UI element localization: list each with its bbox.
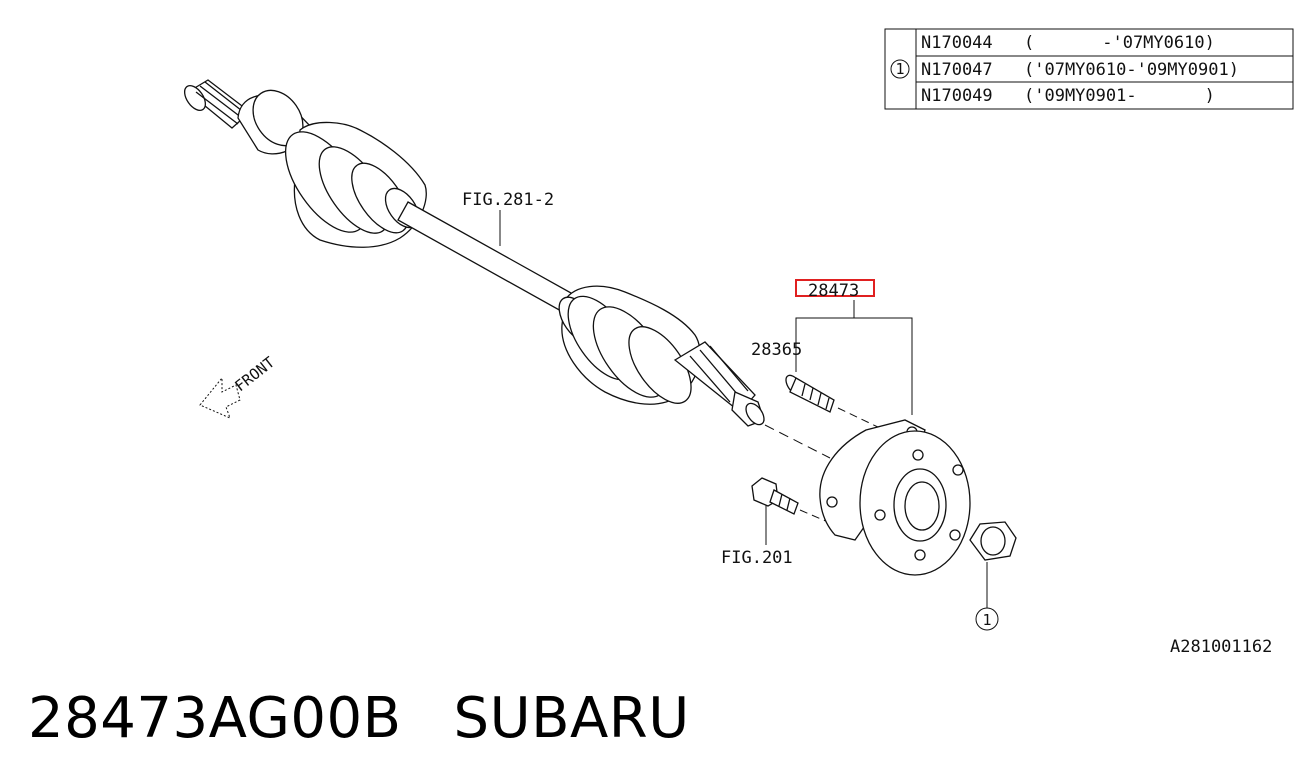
mount-bolt-drawing (751, 477, 799, 515)
hub-bolt-label: 28365 (751, 340, 802, 360)
variant-marker-circle (890, 59, 910, 79)
variant-row-3-part: N170049 (921, 86, 993, 106)
hub-assembly-drawing (819, 419, 971, 576)
variant-row-3-range: ('09MY0901- ) (1024, 86, 1215, 106)
variant-table (884, 28, 1294, 110)
hub-assembly-part-label[interactable]: 28473 (808, 281, 859, 301)
part-caption: 28473AG00B SUBARU (28, 684, 690, 754)
drive-axle-drawing (183, 79, 765, 427)
hub-bolt-drawing (785, 374, 835, 413)
axle-fig-label: FIG.281-2 (462, 190, 554, 210)
part-number: 28473AG00B (28, 686, 402, 751)
variant-marker: 1 (895, 60, 904, 78)
leader-lines (499, 210, 988, 608)
nut-marker-circle (975, 607, 999, 631)
brand-name: SUBARU (453, 686, 690, 751)
axle-nut-drawing (969, 521, 1017, 561)
diagram-code: A281001162 (1170, 637, 1272, 657)
front-arrow (199, 376, 241, 419)
variant-row-2-range: ('07MY0610-'09MY0901) (1024, 60, 1239, 80)
front-label: FRONT (231, 353, 278, 395)
parts-diagram: 1 N170044 ( -'07MY0610) N170047 ('07MY06… (183, 28, 1294, 657)
axis-dashed-line (764, 424, 831, 459)
variant-row-2-part: N170047 (921, 60, 993, 80)
nut-marker: 1 (982, 611, 991, 629)
variant-row-1-part: N170044 (921, 33, 993, 53)
highlight-box (795, 279, 875, 297)
variant-row-1-range: ( -'07MY0610) (1024, 33, 1215, 53)
mount-bolt-fig-label: FIG.201 (721, 548, 793, 568)
